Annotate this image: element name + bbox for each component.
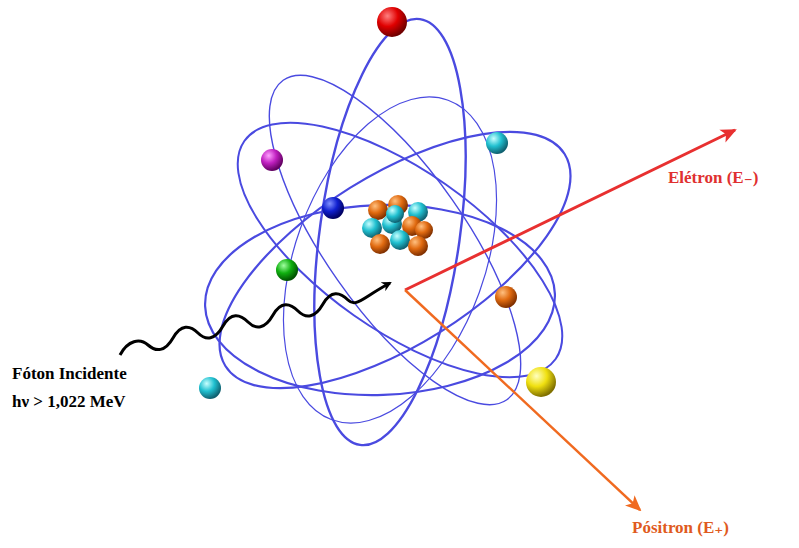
photon-label: Fóton Incidente xyxy=(12,364,127,384)
positron-label: Pósitron (E₊) xyxy=(632,518,729,538)
orbits xyxy=(180,9,609,454)
electron-label: Elétron (E₋) xyxy=(668,168,758,188)
electrons xyxy=(199,7,556,399)
nucleus xyxy=(362,195,433,256)
energy-label: hν > 1,022 MeV xyxy=(12,392,126,412)
photon-wave xyxy=(120,283,390,355)
electron-arrow xyxy=(405,130,735,290)
positron-arrow xyxy=(405,290,640,510)
